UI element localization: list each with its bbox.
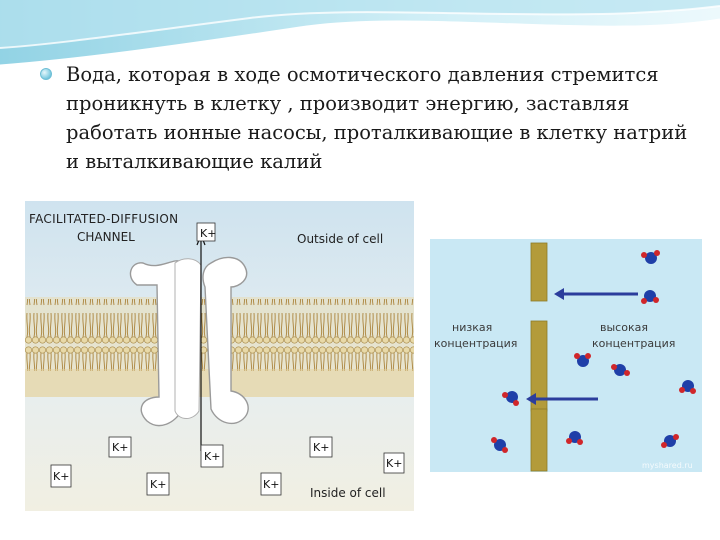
svg-text:K+: K+ xyxy=(112,441,128,454)
svg-text:K+: K+ xyxy=(150,478,166,491)
diffusion-channel-figure: FACILITATED-DIFFUSION CHANNEL Outside of… xyxy=(25,201,414,511)
ion-label: K+ xyxy=(109,437,131,457)
ion-label: K+ xyxy=(201,445,223,467)
outside-of-cell-label: Outside of cell xyxy=(297,232,383,246)
low-concentration-label-line1: низкая xyxy=(452,321,492,334)
ion-label: K+ xyxy=(310,437,332,457)
bullet-icon xyxy=(40,68,52,80)
ion-label: K+ xyxy=(51,465,71,487)
low-concentration-label-line2: концентрация xyxy=(434,337,517,350)
high-concentration-label-line2: концентрация xyxy=(592,337,675,350)
channel-label-line2: CHANNEL xyxy=(77,230,135,244)
ion-label: K+ xyxy=(147,473,169,495)
high-concentration-label-line1: высокая xyxy=(600,321,648,334)
ion-label: K+ xyxy=(384,453,404,473)
ion-label: K+ xyxy=(261,473,281,495)
osmosis-figure: низкая концентрация высокая концентрация… xyxy=(430,239,702,472)
svg-text:K+: K+ xyxy=(313,441,329,454)
ion-label-top: K+ xyxy=(197,223,216,241)
svg-text:K+: K+ xyxy=(53,470,69,483)
svg-text:K+: K+ xyxy=(204,450,220,463)
inside-of-cell-label: Inside of cell xyxy=(310,486,386,500)
watermark: myshared.ru xyxy=(642,461,693,470)
membrane-barrier-top xyxy=(531,243,547,301)
membrane-barrier-bottom xyxy=(531,409,547,471)
svg-text:K+: K+ xyxy=(386,457,402,470)
channel-label-line1: FACILITATED-DIFFUSION xyxy=(29,212,178,226)
svg-text:K+: K+ xyxy=(263,478,279,491)
bullet-text: Вода, которая в ходе осмотического давле… xyxy=(66,60,706,176)
svg-text:K+: K+ xyxy=(200,227,216,240)
